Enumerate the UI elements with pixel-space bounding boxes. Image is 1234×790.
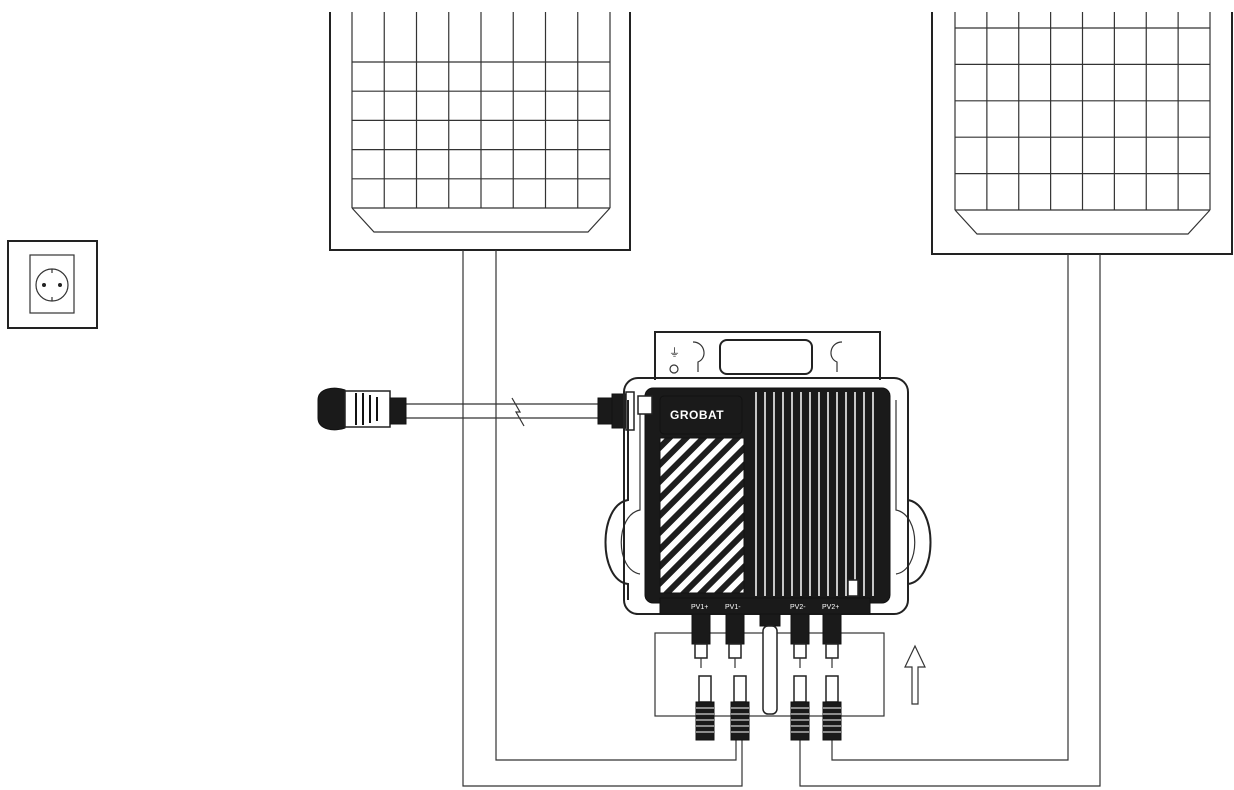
ground-symbol-icon: ⏚ bbox=[669, 346, 680, 359]
dc-connectors-inverter bbox=[691, 613, 842, 668]
antenna bbox=[759, 613, 781, 715]
ac-cable bbox=[405, 397, 600, 427]
port-label: PV2- bbox=[790, 604, 806, 611]
micro-inverter: ⏚ GROBAT PV1+ PV1- PV2- PV2+ bbox=[604, 331, 932, 615]
ac-plug-connector bbox=[317, 387, 407, 431]
ac-output-connector bbox=[597, 391, 635, 431]
port-label: PV2+ bbox=[822, 604, 839, 611]
wall-socket-icon bbox=[7, 240, 98, 329]
brand-logo: GROBAT bbox=[670, 408, 724, 422]
solar-panel-left bbox=[329, 12, 631, 251]
solar-panel-right bbox=[931, 12, 1233, 255]
port-label: PV1+ bbox=[691, 604, 708, 611]
up-arrow-icon bbox=[904, 644, 926, 705]
port-label: PV1- bbox=[725, 604, 741, 611]
dc-connectors-panel bbox=[695, 675, 842, 741]
